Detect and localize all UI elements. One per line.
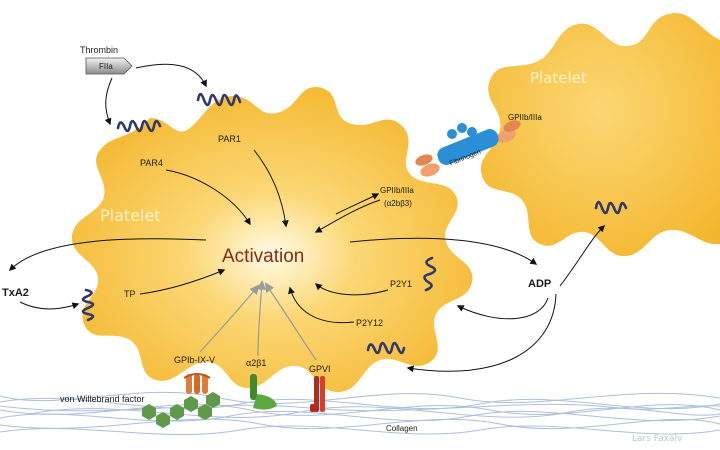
par1-label: PAR1	[218, 134, 241, 144]
gpib-ix-v-label: GPIb-IX-V	[174, 355, 215, 365]
arrow-par4-to-activation	[165, 169, 251, 226]
thrombin-label: Thrombin	[80, 45, 118, 55]
secondary-platelet	[480, 12, 720, 257]
arrow-p2y12-to-activation	[288, 286, 355, 324]
secondary-platelet-label: Platelet	[530, 69, 587, 87]
gpiib-iiia-main-alias: (α2bβ3)	[384, 199, 412, 208]
author-credit: Lars Faxälv	[632, 434, 683, 444]
arrow-adp-to-p2y12	[406, 293, 557, 373]
arrow-activation-to-gpiib	[335, 193, 380, 215]
txa2-label: TxA2	[2, 287, 29, 299]
gpiib-iiia-secondary-receptor-icon	[594, 200, 628, 215]
arrow-thrombin-to-par1	[135, 63, 207, 88]
par1-receptor-icon	[196, 92, 242, 107]
gpib-ix-v-receptor-icon	[183, 373, 211, 394]
activation-label: Activation	[222, 246, 304, 267]
arrow-tp-to-activation	[139, 268, 226, 295]
a2b1-receptor-icon	[250, 374, 277, 410]
gpiib-iiia-main-label: GPIIb/IIIa	[380, 186, 414, 195]
arrow-adp-to-p2y1	[456, 297, 549, 320]
arrow-txa2-to-tp	[19, 301, 80, 310]
fiia-label: FIIa	[99, 62, 113, 71]
arrow-adp-to-secondary-platelet	[559, 225, 605, 287]
collagen-label: Collagen	[386, 424, 418, 433]
adp-label: ADP	[528, 278, 551, 290]
vwf-hexagon-chain	[142, 392, 220, 428]
arrow-a2b1-to-activation	[256, 280, 267, 357]
p2y1-receptor-icon	[423, 256, 437, 292]
thrombin-fiia-box: FIIa	[85, 57, 133, 75]
gpvi-label: GPVI	[309, 364, 331, 374]
arrow-par1-to-activation	[253, 149, 289, 228]
p2y12-receptor-icon	[366, 341, 406, 355]
arrow-gpib-to-activation	[199, 284, 260, 353]
arrow-thrombin-to-par4	[104, 77, 113, 126]
arrow-activation-to-adp	[349, 237, 538, 265]
arrow-gpvi-to-activation	[264, 282, 317, 361]
arrow-gpiib-to-activation	[314, 199, 381, 233]
a2b1-label: α2β1	[246, 358, 266, 368]
main-platelet	[71, 87, 473, 392]
arrow-p2y1-to-activation	[314, 283, 389, 296]
vwf-label: von Willebrand factor	[60, 394, 145, 404]
par4-label: PAR4	[140, 158, 163, 168]
par4-receptor-icon	[116, 119, 162, 133]
gpiib-iiia-secondary-label: GPIIb/IIIa	[508, 113, 542, 122]
tp-receptor-icon	[81, 288, 95, 322]
p2y12-label: P2Y12	[356, 318, 383, 328]
tp-label: TP	[124, 289, 136, 299]
arrow-activation-to-txa2	[9, 238, 207, 271]
p2y1-label: P2Y1	[390, 279, 412, 289]
fibrinogen-bridge: Fibrinogen	[415, 120, 521, 177]
main-platelet-label: Platelet	[100, 206, 161, 225]
gpvi-receptor-icon	[310, 376, 325, 412]
